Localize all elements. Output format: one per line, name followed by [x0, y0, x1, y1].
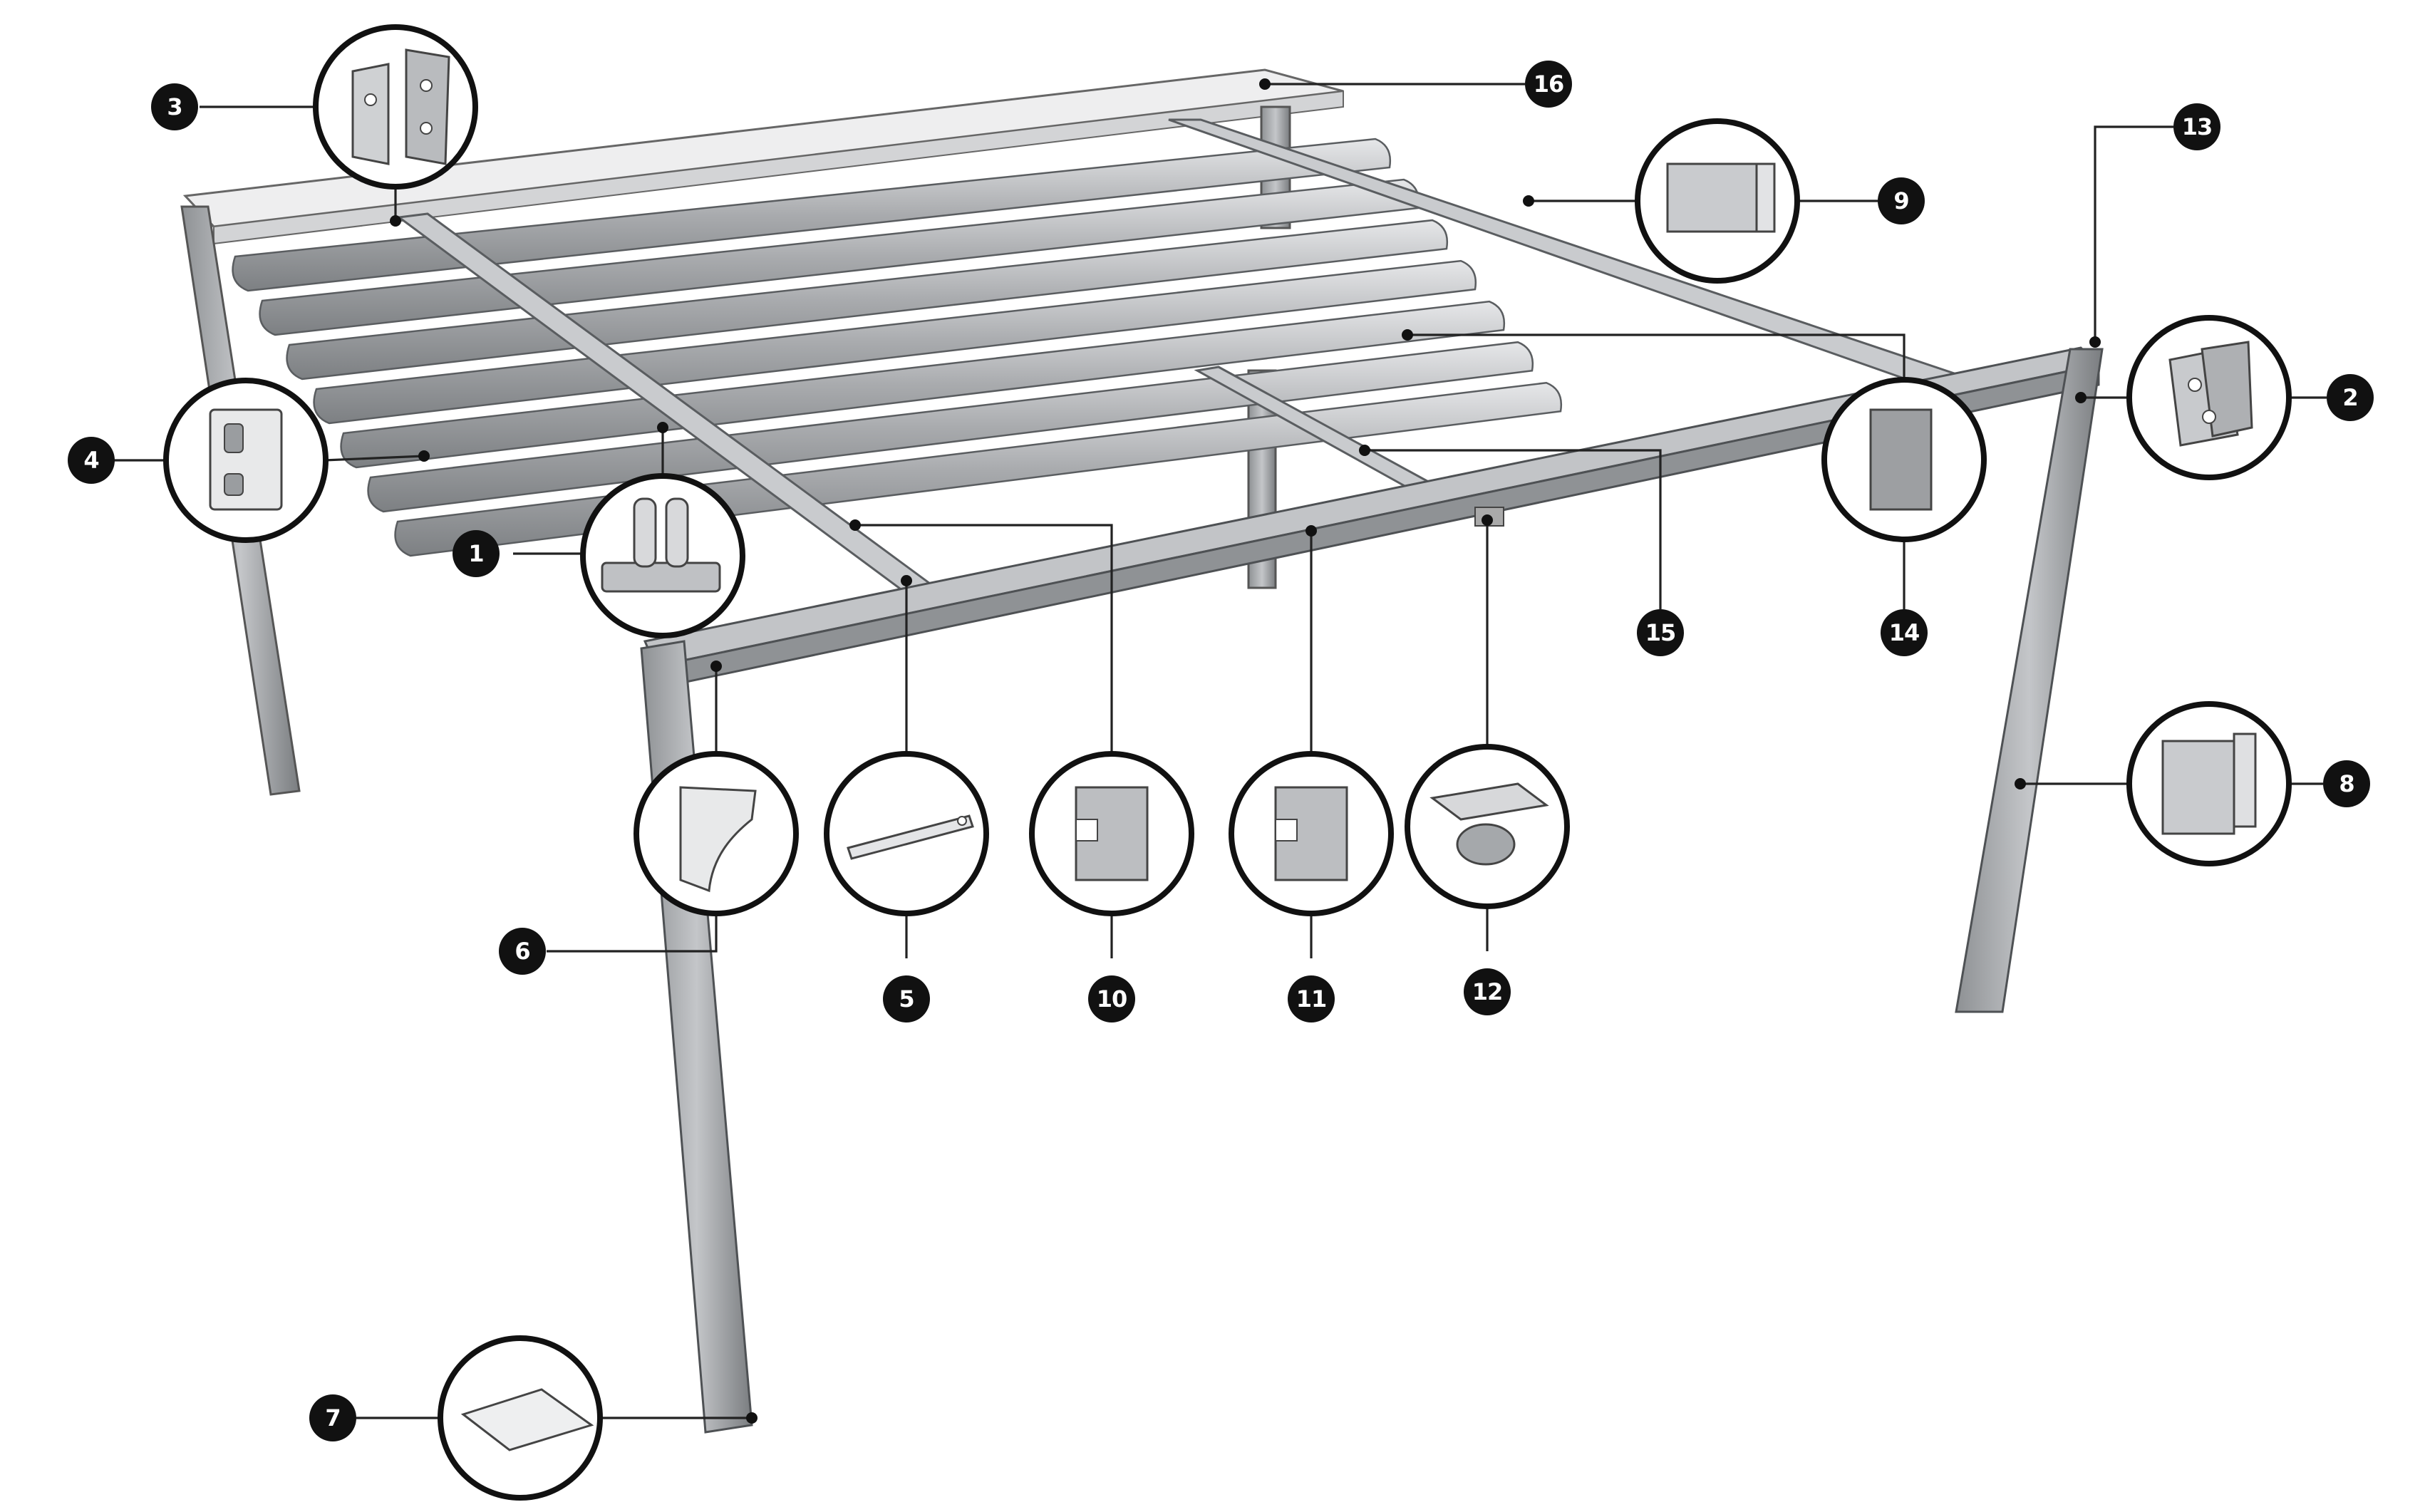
zoom-wall-bracket [313, 24, 478, 190]
zoom-beam-profile-b [1229, 751, 1394, 916]
leader-lines [114, 83, 2327, 1419]
zoom-end-clip [163, 378, 329, 543]
roof-slat [313, 259, 1477, 425]
zoom-post-profile [2126, 701, 2292, 866]
zoom-end-cap [1821, 377, 1987, 542]
zoom-tension-strap [824, 751, 989, 916]
anchor-dots [390, 78, 2101, 1424]
zoom-base-plate [438, 1335, 603, 1501]
zoom-post-connector-plate [2126, 315, 2292, 480]
roof-slat [232, 138, 1392, 292]
roof-slat [340, 300, 1506, 469]
zoom-corner-gusset [634, 751, 799, 916]
zoom-beam-profile-a [1029, 751, 1194, 916]
front-right-post [1955, 348, 2104, 1013]
zoom-roller-bearing [1405, 744, 1570, 909]
zoom-slide-carriage [580, 473, 745, 638]
zoom-guide-rail-profile [1635, 118, 1800, 284]
